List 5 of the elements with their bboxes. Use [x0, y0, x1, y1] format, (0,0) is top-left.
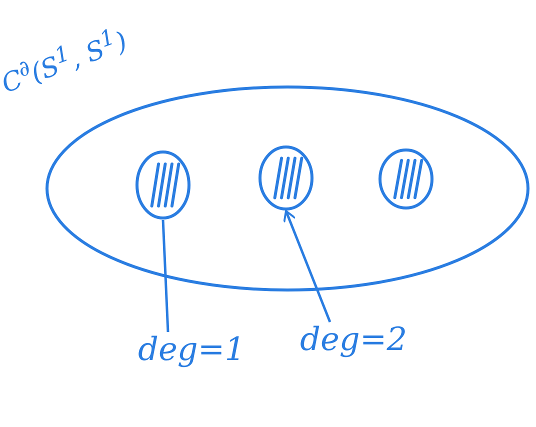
- degree-label: deg=1: [138, 332, 246, 368]
- set-label: C$^{∂}$(S$^{1}$, S$^{1}$): [0, 24, 132, 100]
- arrow: [283, 210, 332, 322]
- leader-line: [162, 220, 170, 332]
- degree-label: deg=2: [300, 322, 408, 358]
